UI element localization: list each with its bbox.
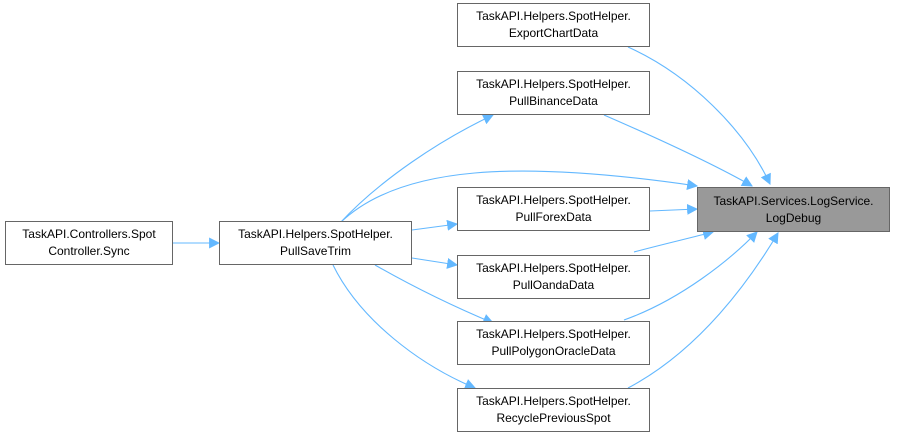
node-pullbinancedata[interactable]: TaskAPI.Helpers.SpotHelper. PullBinanceD… (457, 71, 650, 115)
node-pullsavetrim[interactable]: TaskAPI.Helpers.SpotHelper. PullSaveTrim (219, 221, 412, 265)
edge-pullsavetrim-to-recyclepreviousspot (332, 264, 477, 390)
edge-pullsavetrim-to-pulloandadata (411, 257, 459, 269)
node-pullsavetrim-line2: PullSaveTrim (280, 244, 351, 258)
node-logdebug-line2: LogDebug (765, 210, 822, 225)
node-logdebug: TaskAPI.Services.LogService. LogDebug (697, 187, 890, 232)
node-logdebug-line1: TaskAPI.Services.LogService. (713, 193, 874, 208)
node-pullforexdata-line1: TaskAPI.Helpers.SpotHelper. (476, 193, 631, 207)
node-pullsavetrim-line1: TaskAPI.Helpers.SpotHelper. (238, 227, 393, 241)
node-pullforexdata[interactable]: TaskAPI.Helpers.SpotHelper. PullForexDat… (457, 187, 650, 231)
node-exportchartdata[interactable]: TaskAPI.Helpers.SpotHelper. ExportChartD… (457, 3, 650, 47)
edge-pullforexdata-to-logdebug (649, 203, 699, 215)
node-pullbinancedata-line1: TaskAPI.Helpers.SpotHelper. (476, 77, 631, 91)
edge-pullbinancedata-to-logdebug (603, 114, 753, 187)
node-pulloandadata-line2: PullOandaData (512, 278, 595, 292)
node-recyclepreviousspot-line2: RecyclePreviousSpot (496, 411, 611, 425)
edge-pullsavetrim-to-logdebug (339, 170, 699, 224)
node-pulloandadata[interactable]: TaskAPI.Helpers.SpotHelper. PullOandaDat… (457, 255, 650, 299)
node-pullbinancedata-line2: PullBinanceData (509, 94, 598, 108)
edge-pullpolygonoracledata-to-logdebug (623, 231, 758, 321)
node-sync-line1: TaskAPI.Controllers.Spot (22, 227, 156, 241)
node-pullforexdata-line2: PullForexData (515, 210, 592, 224)
node-sync[interactable]: TaskAPI.Controllers.Spot Controller.Sync (5, 221, 173, 265)
node-pullpolygonoracledata[interactable]: TaskAPI.Helpers.SpotHelper. PullPolygonO… (457, 321, 650, 365)
edge-recyclepreviousspot-to-logdebug (627, 232, 779, 389)
node-pullpolygonoracledata-line1: TaskAPI.Helpers.SpotHelper. (476, 327, 631, 341)
node-recyclepreviousspot-line1: TaskAPI.Helpers.SpotHelper. (476, 394, 631, 408)
edge-pulloandadata-to-logdebug (633, 229, 715, 253)
node-pulloandadata-line1: TaskAPI.Helpers.SpotHelper. (476, 261, 631, 275)
edge-pullsavetrim-to-pullbinancedata (339, 114, 494, 224)
edge-pullsavetrim-to-pullforexdata (411, 219, 459, 231)
edge-exportchartdata-to-logdebug (627, 46, 771, 185)
node-recyclepreviousspot[interactable]: TaskAPI.Helpers.SpotHelper. RecyclePrevi… (457, 388, 650, 432)
edge-pullsavetrim-to-pullpolygonoracledata (374, 264, 495, 325)
node-exportchartdata-line2: ExportChartData (508, 26, 599, 40)
node-sync-line2: Controller.Sync (48, 244, 130, 258)
node-pullpolygonoracledata-line2: PullPolygonOracleData (491, 344, 616, 358)
node-exportchartdata-line1: TaskAPI.Helpers.SpotHelper. (476, 9, 631, 23)
